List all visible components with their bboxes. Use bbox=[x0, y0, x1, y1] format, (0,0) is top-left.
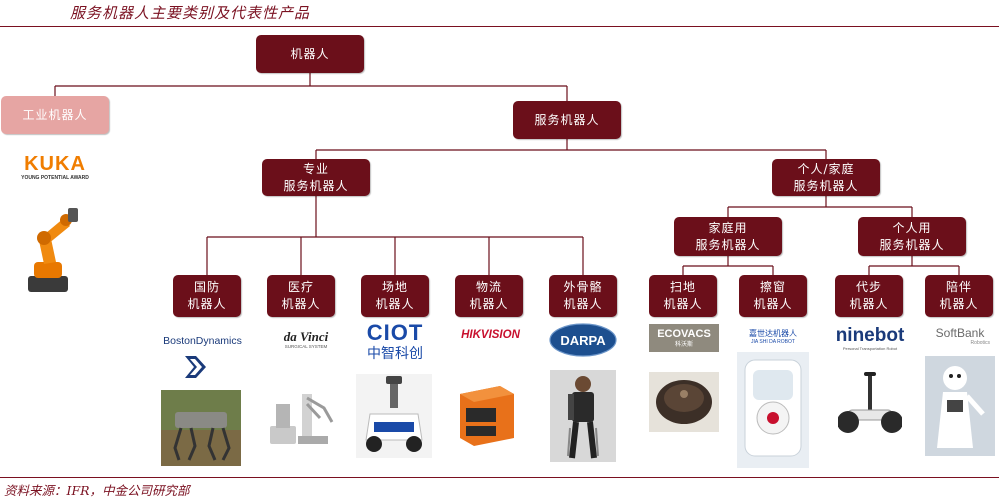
pepper-robot-photo bbox=[925, 356, 995, 456]
window-cleaning-robot-photo bbox=[737, 352, 809, 468]
hikvision-logo: HIKVISION bbox=[461, 329, 520, 341]
companion-robot-node: 陪伴 机器人 bbox=[925, 275, 993, 317]
kuka-logo: KUKA YOUNG POTENTIAL AWARD bbox=[21, 153, 89, 181]
boston-dynamics-mark-icon bbox=[182, 354, 212, 380]
bottom-divider bbox=[0, 477, 999, 478]
boston-dynamics-logo: BostonDynamics bbox=[163, 335, 242, 347]
ciot-logo: CIOT 中智科创 bbox=[366, 320, 424, 363]
chart-title: 服务机器人主要类别及代表性产品 bbox=[70, 4, 311, 22]
da-vinci-logo: da Vinci SURGICAL SYSTEM bbox=[283, 329, 329, 350]
defense-robot-node: 国防 机器人 bbox=[173, 275, 241, 317]
darpa-logo: DARPA bbox=[548, 322, 618, 358]
kuka-industrial-arm-photo bbox=[20, 200, 84, 295]
personal-household-node: 个人/家庭 服务机器人 bbox=[772, 159, 880, 196]
logistics-robot-node: 物流 机器人 bbox=[455, 275, 523, 317]
mobility-robot-node: 代步 机器人 bbox=[835, 275, 903, 317]
ninebot-logo: ninebot Personal Transportation Robot bbox=[835, 325, 905, 352]
security-patrol-robot-photo bbox=[356, 374, 432, 458]
medical-robot-node: 医疗 机器人 bbox=[267, 275, 335, 317]
softbank-logo: SoftBank Robotics bbox=[935, 326, 990, 347]
personal-use-node: 个人用 服务机器人 bbox=[858, 217, 966, 256]
ninebot-scooter-photo bbox=[838, 370, 902, 442]
industrial-robot-node: 工业机器人 bbox=[1, 96, 109, 134]
exoskeleton-robot-node: 外骨骼 机器人 bbox=[549, 275, 617, 317]
top-divider bbox=[0, 26, 999, 27]
venue-robot-node: 场地 机器人 bbox=[361, 275, 429, 317]
jiashida-logo: 嘉世达机器人 JIA SHI DA ROBOT bbox=[749, 328, 797, 345]
window-robot-node: 擦窗 机器人 bbox=[739, 275, 807, 317]
robot-vacuum-photo bbox=[649, 372, 719, 432]
ecovacs-logo: ECOVACS 科沃斯 bbox=[649, 324, 719, 352]
exoskeleton-soldier-photo bbox=[550, 370, 616, 462]
professional-service-node: 专业 服务机器人 bbox=[262, 159, 370, 196]
bigdog-robot-photo bbox=[161, 390, 241, 466]
service-robot-node: 服务机器人 bbox=[513, 101, 621, 139]
da-vinci-surgical-robot-photo bbox=[262, 388, 342, 448]
household-service-node: 家庭用 服务机器人 bbox=[674, 217, 782, 256]
sweeping-robot-node: 扫地 机器人 bbox=[649, 275, 717, 317]
root-node: 机器人 bbox=[256, 35, 364, 73]
logistics-agv-photo bbox=[454, 380, 520, 448]
source-note: 资料来源：IFR，中金公司研究部 bbox=[4, 483, 190, 498]
